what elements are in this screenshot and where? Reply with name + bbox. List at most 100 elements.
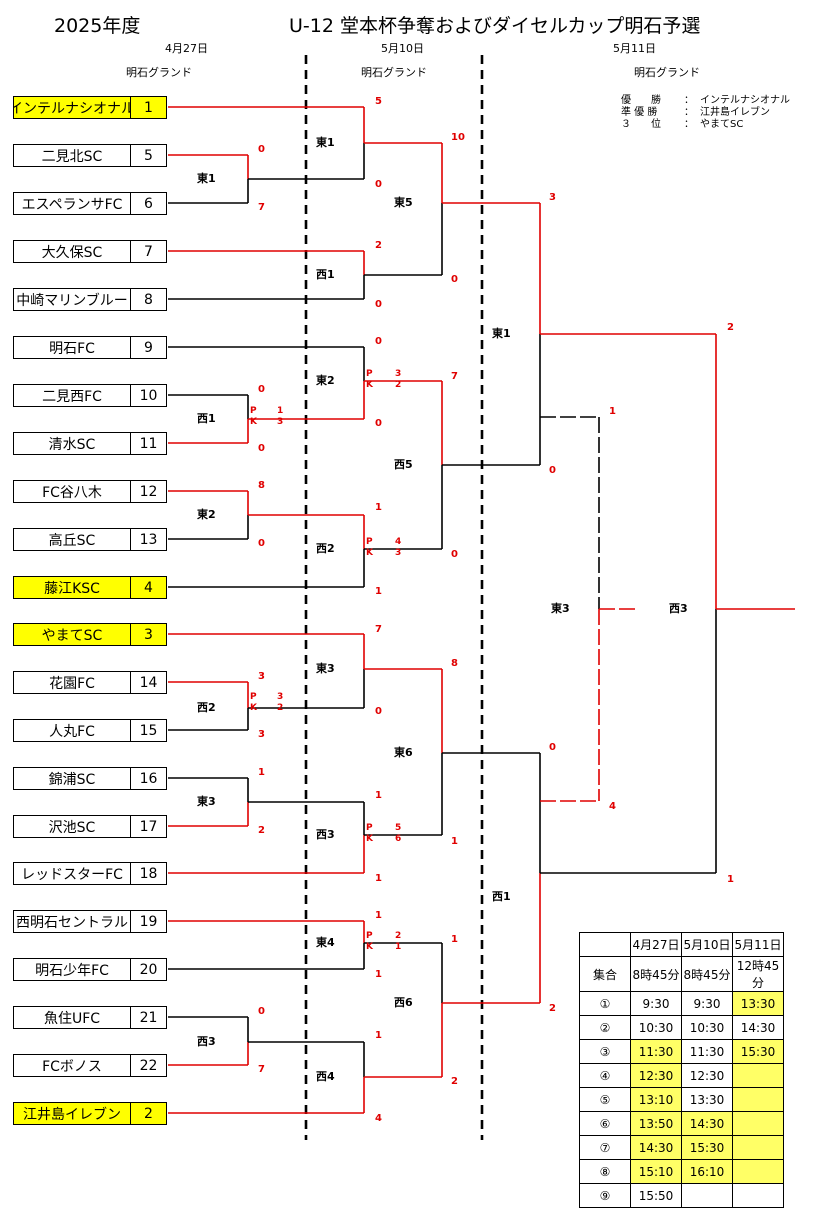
team-entry: 高丘SC 13 xyxy=(13,528,167,551)
team-number: 11 xyxy=(139,435,158,452)
match-label: 西6 xyxy=(394,996,413,1009)
result-team-third: やまてSC xyxy=(700,119,744,130)
pk-score: K xyxy=(366,548,373,558)
match-score: 1 xyxy=(375,910,382,921)
team-name: 魚住UFC xyxy=(14,1007,131,1028)
result-team-champion: インテルナシオナル xyxy=(700,95,790,106)
match-score: 4 xyxy=(375,1113,382,1124)
pk-score: 3 xyxy=(395,548,402,558)
team-entry: 大久保SC 7 xyxy=(13,240,167,263)
schedule-cell: 15:30 xyxy=(732,1039,784,1064)
match-score: 0 xyxy=(258,144,265,155)
team-name: 江井島イレブン xyxy=(14,1103,131,1124)
match-score: 7 xyxy=(451,371,458,382)
team-number: 18 xyxy=(139,865,158,882)
schedule-cell: 14:30 xyxy=(630,1135,682,1160)
match-label: 西2 xyxy=(197,701,216,714)
team-number: 4 xyxy=(144,579,153,596)
pk-score: K xyxy=(250,703,257,713)
result-team-runnerup: 江井島イレブン xyxy=(700,107,770,118)
match-label: 東1 xyxy=(316,136,335,149)
pk-score: 6 xyxy=(395,834,402,844)
pk-score: P xyxy=(250,692,257,702)
team-name: レッドスターFC xyxy=(14,863,131,884)
schedule-cell: 13:50 xyxy=(630,1111,682,1136)
match-label: 東1 xyxy=(492,327,511,340)
team-number: 19 xyxy=(139,913,158,930)
schedule-cell: 12:30 xyxy=(630,1063,682,1088)
pk-score: 3 xyxy=(277,692,284,702)
match-score: 1 xyxy=(727,874,734,885)
pk-score: K xyxy=(366,942,373,952)
schedule-cell: 15:10 xyxy=(630,1159,682,1184)
team-entry: 西明石セントラル 19 xyxy=(13,910,167,933)
team-name: 西明石セントラル xyxy=(14,911,131,932)
match-label: 西3 xyxy=(669,602,688,615)
match-score: 7 xyxy=(258,1064,265,1075)
team-name: 高丘SC xyxy=(14,529,131,550)
schedule-cell xyxy=(732,1087,784,1112)
match-label: 西1 xyxy=(492,890,511,903)
match-score: 0 xyxy=(375,418,382,429)
pk-score: 1 xyxy=(395,942,402,952)
schedule-cell: 14:30 xyxy=(732,1015,784,1040)
team-entry: レッドスターFC 18 xyxy=(13,862,167,885)
match-score: 0 xyxy=(258,1006,265,1017)
match-score: 0 xyxy=(451,549,458,560)
team-name: 二見西FC xyxy=(14,385,131,406)
team-name: 藤江KSC xyxy=(14,577,131,598)
team-name: 大久保SC xyxy=(14,241,131,262)
team-number: 8 xyxy=(144,291,153,308)
schedule-cell: 10:30 xyxy=(681,1015,733,1040)
pk-score: 3 xyxy=(395,369,402,379)
schedule-cell: 13:30 xyxy=(681,1087,733,1112)
match-label: 東4 xyxy=(316,936,335,949)
schedule-cell: ③ xyxy=(579,1039,631,1064)
team-name: 明石FC xyxy=(14,337,131,358)
schedule-cell: 10:30 xyxy=(630,1015,682,1040)
pk-score: P xyxy=(366,823,373,833)
team-number: 13 xyxy=(139,531,158,548)
match-label: 東2 xyxy=(316,374,335,387)
team-entry: 藤江KSC 4 xyxy=(13,576,167,599)
team-name: 中崎マリンブルー xyxy=(14,289,131,310)
schedule-cell: ④ xyxy=(579,1063,631,1088)
match-score: 2 xyxy=(258,825,265,836)
schedule-cell: ⑨ xyxy=(579,1183,631,1208)
match-score: 1 xyxy=(375,873,382,884)
team-number: 1 xyxy=(144,99,153,116)
match-label: 東3 xyxy=(197,795,216,808)
result-label: ３ 位 xyxy=(621,119,661,130)
match-score: 4 xyxy=(609,801,616,812)
match-label: 西2 xyxy=(316,542,335,555)
pk-score: P xyxy=(366,369,373,379)
schedule-cell: 15:30 xyxy=(681,1135,733,1160)
match-label: 西3 xyxy=(316,828,335,841)
team-number: 7 xyxy=(144,243,153,260)
team-name: 花園FC xyxy=(14,672,131,693)
schedule-cell: 11:30 xyxy=(681,1039,733,1064)
team-name: FC谷八木 xyxy=(14,481,131,502)
schedule-cell: 9:30 xyxy=(630,991,682,1016)
match-score: 0 xyxy=(451,274,458,285)
match-label: 東3 xyxy=(316,662,335,675)
schedule-cell: ② xyxy=(579,1015,631,1040)
match-score: 1 xyxy=(375,790,382,801)
schedule-cell: 集合 xyxy=(579,956,631,992)
schedule-cell xyxy=(732,1111,784,1136)
team-name: やまてSC xyxy=(14,624,131,645)
